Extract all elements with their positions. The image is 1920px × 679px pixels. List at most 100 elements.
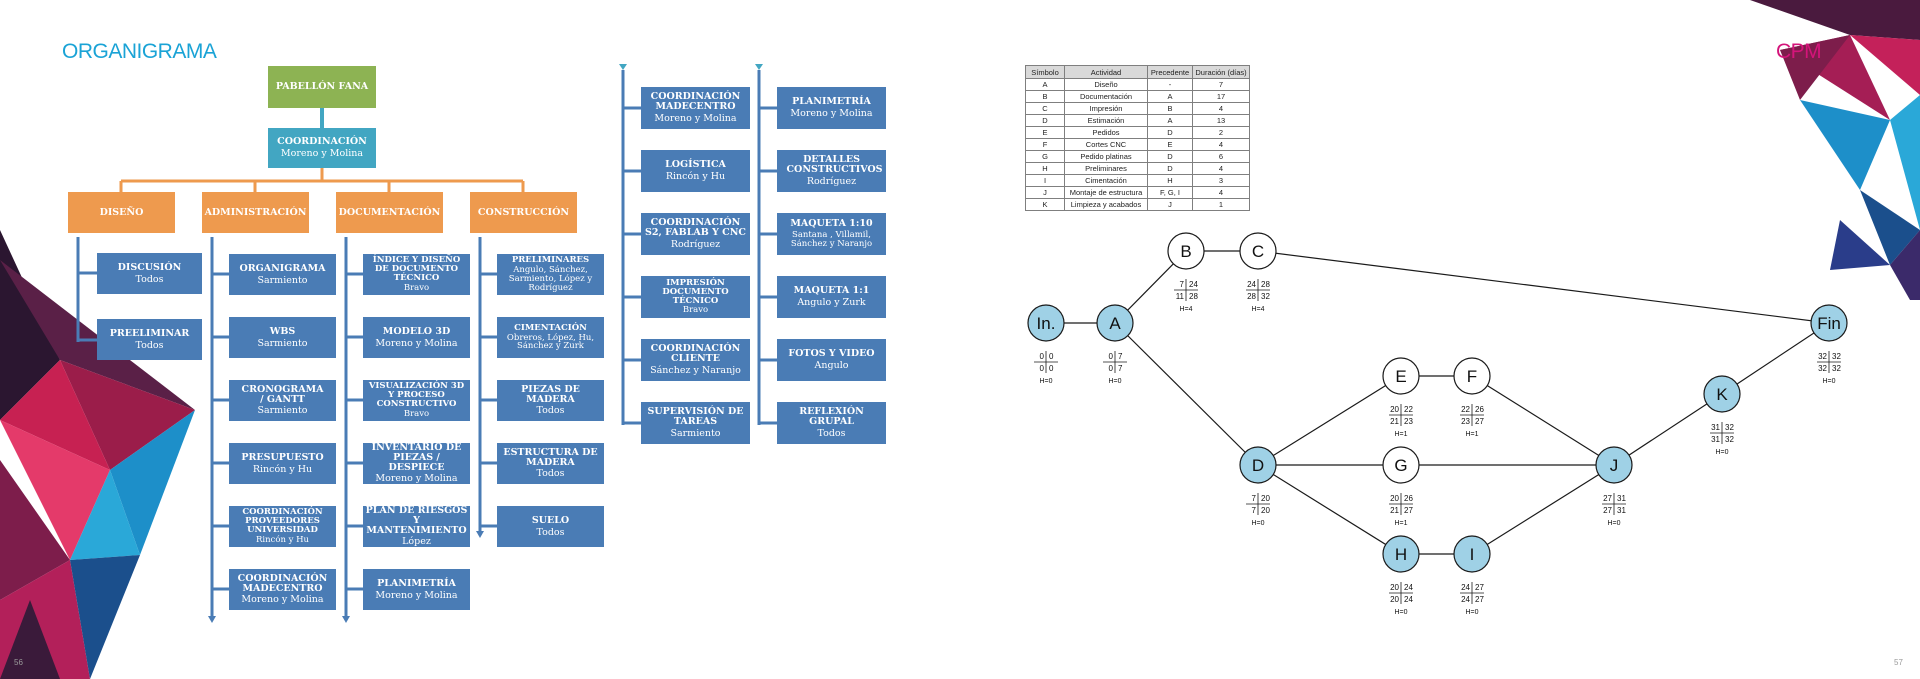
task-box: PRELIMINARES Angulo, Sánchez, Sarmiento,… [497,254,604,295]
node-early-start: 22 [1461,405,1470,414]
node-circle [1595,446,1633,484]
task-title: ESTRUCTURA DE MADERA [503,446,598,468]
task-people: Todos [135,273,164,285]
node-slack: H=0 [1039,378,1052,385]
cpm-edge [1471,375,1615,466]
task-box: MODELO 3D Moreno y Molina [363,317,470,358]
page-number-right: 57 [1894,658,1903,667]
node-circle [1167,232,1205,270]
node-early-start: 24 [1461,583,1470,592]
node-early-start: 0 [1040,352,1045,361]
task-title: PRELIMINARES [511,255,590,266]
task-box: VISUALIZACIÓN 3D Y PROCESO CONSTRUCTIVO … [363,380,470,421]
node-label: F [1467,367,1477,386]
table-cell: 1 [1192,198,1250,211]
node-late-start: 31 [1711,435,1720,444]
task-people: Obreros, López, Hu, Sánchez y Zurk [506,332,595,352]
node-late-start: 23 [1461,417,1470,426]
node-label: G [1394,456,1407,475]
node-early-start: 0 [1109,352,1114,361]
node-early-finish: 26 [1404,494,1413,503]
task-people: Todos [135,339,164,351]
col-header: Duración (días) [1192,65,1250,79]
root-title: PABELLÓN FANA [275,81,369,93]
task-people: Rodríguez [670,238,721,250]
dept-title: CONSTRUCCIÓN [477,206,570,218]
node-circle [1810,304,1848,342]
task-box: MAQUETA 1:10 Santana , Villamil, Sánchez… [777,213,886,255]
task-title: DISCUSIÓN [117,261,182,273]
task-people: Moreno y Molina [375,337,458,349]
task-title: CRONOGRAMA / GANTT [241,383,324,405]
task-box: LOGÍSTICA Rincón y Hu [641,150,750,192]
task-people: Bravo [682,305,709,316]
node-late-finish: 32 [1725,435,1734,444]
task-title: PIEZAS DE MADERA [521,383,580,405]
node-early-finish: 32 [1725,423,1734,432]
node-label: J [1610,456,1619,475]
node-early-start: 32 [1818,352,1827,361]
node-early-start: 27 [1603,494,1612,503]
node-circle [1239,446,1277,484]
node-circle [1382,357,1420,395]
node-late-finish: 20 [1261,506,1270,515]
cpm-edge [1257,464,1402,555]
task-title: COORDINACIÓN PROVEEDORES UNIVERSIDAD [242,507,323,535]
task-box: COORDINACIÓN MADECENTRO Moreno y Molina [229,569,336,610]
task-people: Angulo, Sánchez, Sarmiento, López y Rodr… [508,265,593,293]
node-label: K [1716,385,1728,404]
task-title: IMPRESIÓN DOCUMENTO TÉCNICO [662,277,729,306]
task-title: VISUALIZACIÓN 3D Y PROCESO CONSTRUCTIVO [368,381,465,409]
node-early-finish: 7 [1118,352,1123,361]
node-slack: H=1 [1465,431,1478,438]
task-title: PLAN DE RIESGOS Y MANTENIMIENTO [365,504,468,536]
task-box: ESTRUCTURA DE MADERA Todos [497,443,604,484]
node-slack: H=0 [1607,520,1620,527]
task-box: PLANIMETRÍA Moreno y Molina [777,87,886,129]
col-header: Precedente [1147,65,1193,79]
task-title: SUPERVISIÓN DE TAREAS [647,406,744,428]
task-people: Rincón y Hu [665,171,726,182]
node-early-finish: 24 [1189,280,1198,289]
task-title: COORDINACIÓN MADECENTRO [237,572,328,594]
node-label: Fin [1817,314,1841,333]
task-people: Sánchez y Naranjo [650,364,741,376]
task-box: CIMENTACIÓN Obreros, López, Hu, Sánchez … [497,317,604,358]
node-circle [1239,232,1277,270]
dept-construccion: CONSTRUCCIÓN [470,192,577,233]
node-late-start: 32 [1818,364,1827,373]
task-box: COORDINACIÓN S2, FABLAB Y CNC Rodríguez [641,213,750,255]
node-late-finish: 32 [1261,292,1270,301]
node-label: D [1252,456,1264,475]
node-label: A [1109,314,1121,333]
task-title: ORGANIGRAMA [239,262,326,274]
task-title: DETALLES CONSTRUCTIVOS [786,154,883,176]
node-late-finish: 28 [1189,292,1198,301]
task-people: Bravo [403,282,430,293]
decorative-left-shapes [0,230,195,679]
task-title: ÍNDICE Y DISEÑO DE DOCUMENTO TÉCNICO [372,255,461,283]
task-box: DETALLES CONSTRUCTIVOS Rodríguez [777,150,886,192]
task-title: COORDINACIÓN MADECENTRO [650,91,741,113]
task-people: Sarmiento [670,427,721,439]
node-circle [1382,535,1420,573]
task-people: Moreno y Molina [790,108,873,119]
task-box: PLAN DE RIESGOS Y MANTENIMIENTO López [363,504,470,547]
task-box: IMPRESIÓN DOCUMENTO TÉCNICO Bravo [641,276,750,318]
node-late-start: 7 [1252,506,1257,515]
node-early-start: 24 [1247,280,1256,289]
decorative-right-shapes [1750,0,1920,300]
dept-administracion: ADMINISTRACIÓN [202,192,309,233]
cpm-edge [1114,322,1259,466]
task-title: PRESUPUESTO [241,451,324,463]
coordination-title: COORDINACIÓN [277,136,367,148]
